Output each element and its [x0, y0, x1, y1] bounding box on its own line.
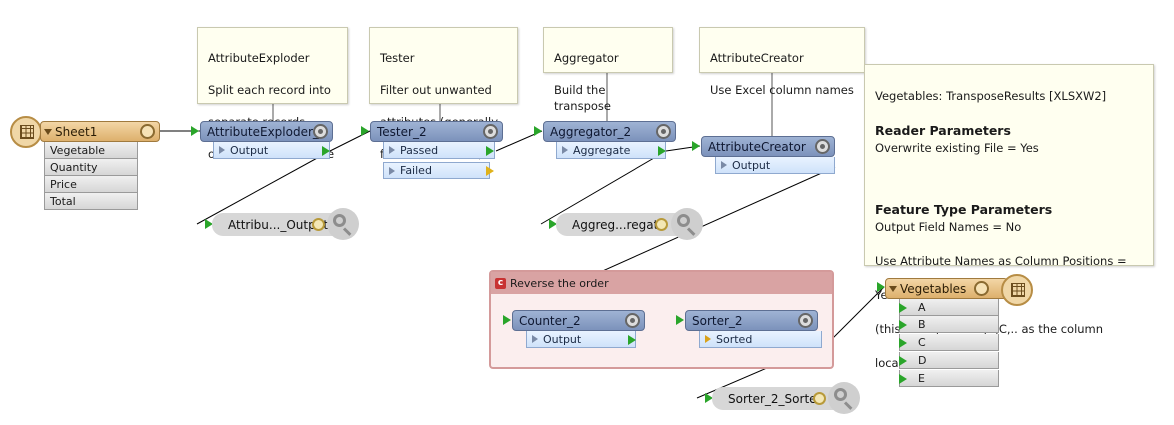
transformer-sorter[interactable]: Sorter_2	[685, 310, 818, 331]
attribute-input-icon	[899, 374, 907, 384]
magnifier-icon[interactable]	[671, 208, 703, 240]
writer-attribute: B	[899, 316, 999, 333]
writer-vegetables[interactable]: Vegetables	[885, 278, 1008, 299]
reader-sheet1[interactable]: Sheet1	[40, 121, 160, 142]
gear-icon[interactable]	[483, 124, 498, 139]
reader-attribute: Quantity	[44, 159, 138, 176]
inspector-sorter-output[interactable]: Sorter_2_Sorted	[712, 387, 834, 410]
input-port-icon[interactable]	[877, 282, 885, 292]
reader-attribute: Price	[44, 176, 138, 193]
reader-attribute: Total	[44, 193, 138, 210]
input-port-icon[interactable]	[549, 219, 557, 229]
input-port-icon[interactable]	[705, 393, 713, 403]
port-arrow-icon	[705, 335, 711, 343]
gear-icon[interactable]	[813, 392, 826, 405]
annotation-writer-parameters[interactable]: Vegetables: TransposeResults [XLSXW2] Re…	[864, 64, 1154, 370]
writer-table-icon[interactable]	[1001, 274, 1033, 306]
port-arrow-icon	[721, 161, 727, 169]
input-port-icon[interactable]	[692, 141, 700, 151]
output-port-output[interactable]: Output	[213, 142, 330, 159]
writer-name: Vegetables	[900, 281, 967, 296]
output-port-output[interactable]: Output	[715, 157, 835, 174]
gear-icon[interactable]	[656, 124, 671, 139]
output-connector-icon[interactable]	[486, 146, 494, 156]
output-port-passed[interactable]: Passed	[383, 142, 495, 159]
gear-icon[interactable]	[312, 218, 325, 231]
gear-icon[interactable]	[313, 124, 328, 139]
input-port-icon[interactable]	[205, 219, 213, 229]
inspector-aggregator-output[interactable]: Aggreg...regate	[556, 213, 678, 236]
bookmark-header[interactable]: c Reverse the order	[491, 272, 832, 294]
output-port-failed[interactable]: Failed	[383, 162, 490, 179]
reader-name: Sheet1	[55, 124, 98, 139]
input-port-icon[interactable]	[361, 126, 369, 136]
gear-icon[interactable]	[798, 313, 813, 328]
port-arrow-icon	[389, 146, 395, 154]
bookmark-icon: c	[495, 277, 506, 289]
attribute-input-icon	[899, 356, 907, 366]
port-arrow-icon	[532, 335, 538, 343]
attribute-input-icon	[899, 303, 907, 313]
gear-icon[interactable]	[625, 313, 640, 328]
attribute-input-icon	[899, 320, 907, 330]
gear-icon[interactable]	[140, 124, 155, 139]
output-port-sorted[interactable]: Sorted	[699, 331, 822, 348]
port-arrow-icon	[562, 146, 568, 154]
inspector-exploder-output[interactable]: Attribu..._Output	[212, 213, 340, 236]
bookmark-title: Reverse the order	[510, 276, 609, 290]
writer-attribute: A	[899, 299, 999, 316]
input-port-icon[interactable]	[191, 126, 199, 136]
unconnected-port-icon[interactable]	[486, 166, 494, 176]
output-connector-icon[interactable]	[322, 146, 330, 156]
transformer-attributecreator[interactable]: AttributeCreator	[701, 136, 835, 157]
reader-table-icon[interactable]	[10, 116, 42, 148]
transformer-tester[interactable]: Tester_2	[370, 121, 503, 142]
output-connector-icon[interactable]	[658, 146, 666, 156]
collapse-arrow-icon[interactable]	[889, 286, 897, 292]
annotation-tester[interactable]: Tester Filter out unwanted attributes (g…	[369, 27, 518, 161]
gear-icon[interactable]	[974, 281, 989, 296]
writer-attribute: D	[899, 352, 999, 369]
output-connector-icon[interactable]	[628, 335, 636, 345]
attribute-input-icon	[899, 338, 907, 348]
gear-icon[interactable]	[655, 218, 668, 231]
port-arrow-icon	[389, 167, 395, 175]
transformer-attributeexploder[interactable]: AttributeExploder_2	[200, 121, 333, 142]
annotation-attributecreator[interactable]: AttributeCreator Use Excel column names	[699, 27, 865, 97]
collapse-arrow-icon[interactable]	[44, 129, 52, 135]
port-arrow-icon	[219, 146, 225, 154]
gear-icon[interactable]	[815, 139, 830, 154]
input-port-icon[interactable]	[534, 126, 542, 136]
annotation-attributeexploder[interactable]: AttributeExploder Split each record into…	[197, 27, 348, 161]
transformer-aggregator[interactable]: Aggregator_2	[543, 121, 676, 142]
magnifier-icon[interactable]	[327, 208, 359, 240]
input-port-icon[interactable]	[503, 315, 511, 325]
output-port-output[interactable]: Output	[526, 331, 636, 348]
output-port-aggregate[interactable]: Aggregate	[556, 142, 666, 159]
transformer-counter[interactable]: Counter_2	[512, 310, 645, 331]
magnifier-icon[interactable]	[828, 382, 860, 414]
input-port-icon[interactable]	[676, 315, 684, 325]
annotation-aggregator[interactable]: Aggregator Build the transpose	[543, 27, 673, 113]
writer-attribute: E	[899, 370, 999, 387]
reader-attribute: Vegetable	[44, 142, 138, 159]
writer-attribute: C	[899, 334, 999, 351]
